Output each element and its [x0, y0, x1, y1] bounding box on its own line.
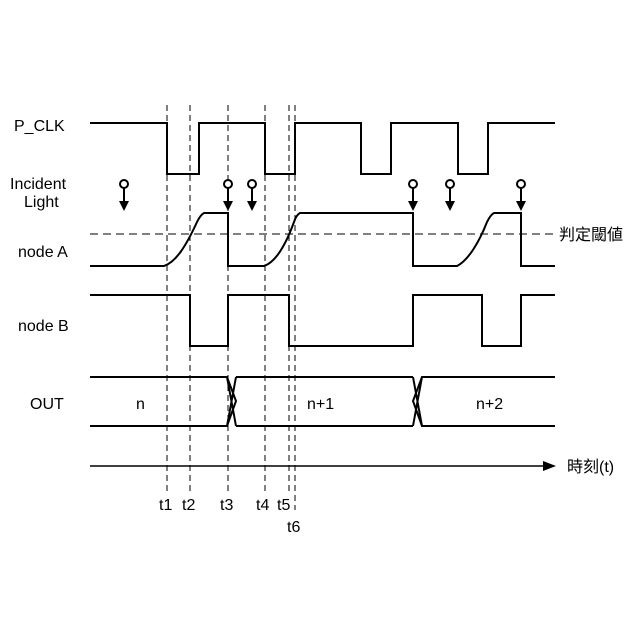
- time-marker-t4: t4: [256, 497, 269, 514]
- time-marker-t2: t2: [182, 497, 195, 514]
- label-node-a: node A: [18, 244, 68, 261]
- label-node-b: node B: [18, 318, 69, 335]
- light-arrow-icon: [223, 180, 233, 211]
- light-arrow-icon: [247, 180, 257, 211]
- out-value-n2: n+2: [476, 396, 503, 413]
- label-p-clk: P_CLK: [14, 118, 65, 135]
- light-arrow-icon: [445, 180, 455, 211]
- time-axis-arrowhead: [543, 461, 556, 471]
- light-arrow-icon: [119, 180, 129, 211]
- time-marker-t5: t5: [277, 497, 290, 514]
- time-marker-t6: t6: [287, 519, 300, 536]
- incident-light-arrows: [119, 180, 526, 211]
- label-incident: Incident: [10, 176, 67, 193]
- out-value-n: n: [136, 396, 145, 413]
- label-light: Light: [24, 194, 59, 211]
- time-marker-lines: [167, 105, 295, 510]
- out-value-n1: n+1: [307, 396, 334, 413]
- node-b-waveform: [90, 295, 555, 346]
- threshold-label: 判定閾値: [559, 226, 623, 244]
- light-arrow-icon: [516, 180, 526, 211]
- light-arrow-icon: [408, 180, 418, 211]
- time-axis-label: 時刻(t): [567, 458, 614, 476]
- label-out: OUT: [30, 396, 64, 413]
- time-marker-t3: t3: [220, 497, 233, 514]
- time-marker-t1: t1: [159, 497, 172, 514]
- node-a-waveform: [90, 213, 555, 266]
- p-clk-waveform: [90, 123, 555, 174]
